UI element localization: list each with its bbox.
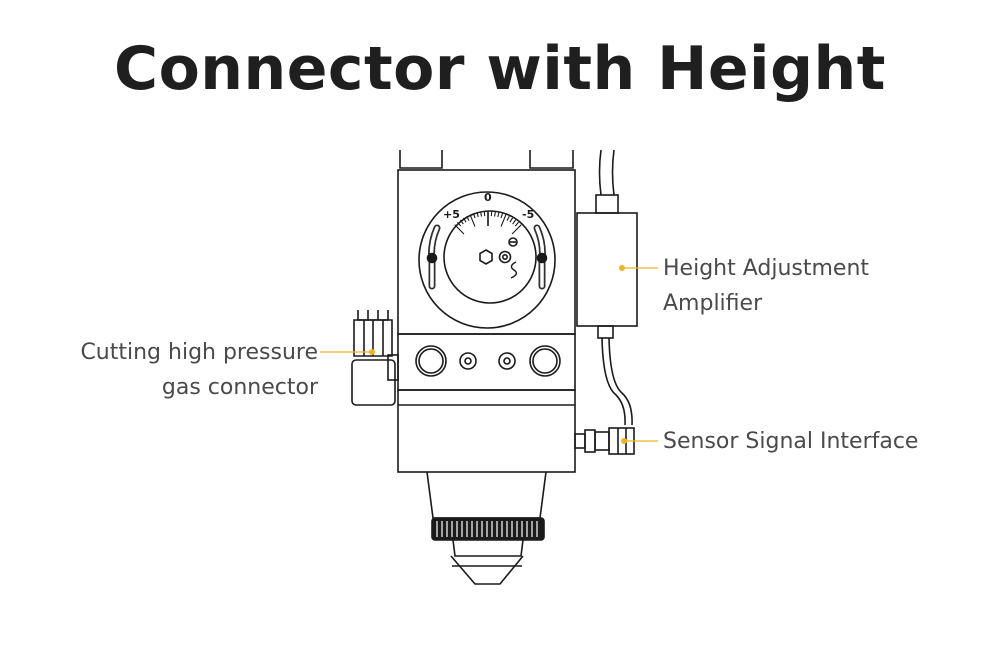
- top-mount-tabs: [399, 150, 574, 169]
- dial-tick: [511, 224, 522, 235]
- lower-block: [397, 389, 576, 473]
- label-amplifier-line1: Height Adjustment: [663, 256, 870, 281]
- height-dial: [418, 191, 556, 329]
- dial-tick: [480, 211, 482, 217]
- callout-lines: [320, 267, 658, 442]
- dial-tick: [454, 224, 465, 235]
- label-amplifier-line2: Amplifier: [663, 291, 763, 316]
- dial-tick: [497, 212, 500, 218]
- label-gas-connector-line2: gas connector: [161, 375, 318, 400]
- label-gas-connector-line1: Cutting high pressure: [80, 340, 318, 365]
- control-panel: [397, 333, 576, 391]
- dial-tick: [476, 212, 479, 218]
- dial-tick: [514, 221, 519, 227]
- label-amplifier: Height Adjustment Amplifier: [663, 251, 983, 321]
- dial-tick: [509, 217, 514, 223]
- dial-tick: [500, 214, 507, 227]
- amplifier-box: [576, 149, 638, 426]
- dial-tick: [466, 215, 470, 221]
- label-gas-connector: Cutting high pressure gas connector: [20, 335, 318, 405]
- dial-tick: [462, 217, 467, 223]
- dial-mark-plus: +5: [443, 208, 460, 221]
- dial-tick: [494, 211, 496, 217]
- dial-tick: [500, 213, 504, 219]
- dial-mark-zero: 0: [484, 191, 492, 204]
- dial-tick: [472, 213, 476, 219]
- dial-tick: [512, 219, 517, 225]
- label-sensor: Sensor Signal Interface: [663, 429, 919, 454]
- dial-tick: [459, 219, 464, 225]
- gas-connector-fitting: [351, 310, 399, 406]
- dial-mark-minus: -5: [522, 208, 534, 221]
- dial-tick: [469, 214, 476, 227]
- panel-knobs: [415, 345, 561, 377]
- dial-tick: [506, 215, 510, 221]
- dial-tick: [457, 221, 462, 227]
- page-title: Connector with Height: [114, 34, 886, 104]
- nozzle-assembly: [426, 471, 547, 585]
- callout-dots: [369, 265, 627, 444]
